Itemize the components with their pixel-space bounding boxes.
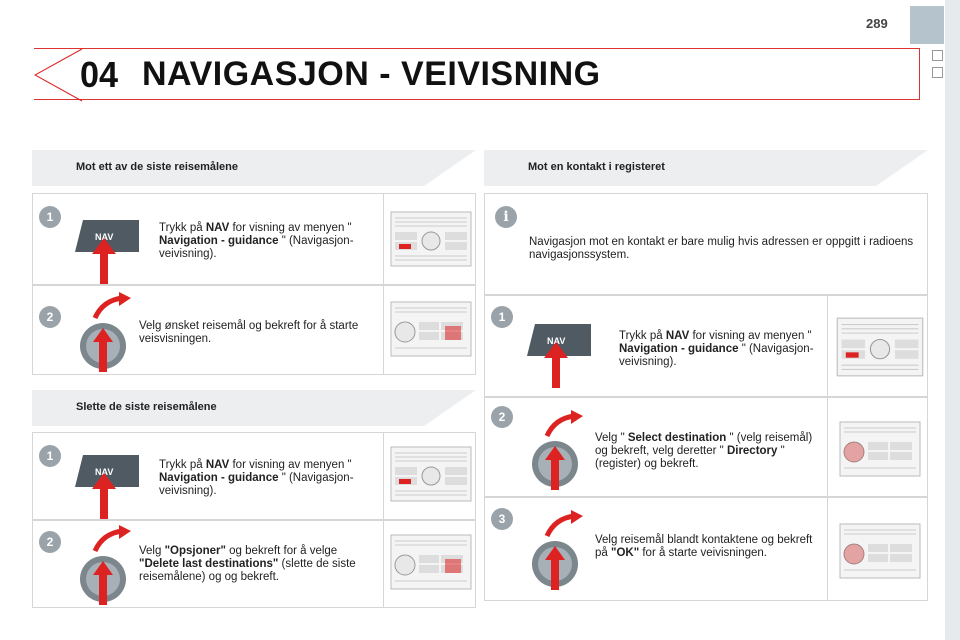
chapter-title: NAVIGASJON - VEIVISNING	[142, 55, 601, 93]
step-row: 2 Velg " Select destination " (velg reis…	[484, 397, 928, 497]
radio-panel-icon	[390, 301, 472, 357]
step-instruction: Velg reisemål blandt kontaktene og bekre…	[595, 534, 813, 559]
step-instruction: Velg ønsket reisemål og bekreft for å st…	[139, 320, 359, 345]
radio-panel-icon	[390, 446, 472, 502]
nav-button-icon: NAV	[75, 220, 139, 252]
step-instruction: Trykk på NAV for visning av menyen " Nav…	[619, 330, 814, 368]
rotary-knob-icon	[532, 510, 583, 590]
radio-panel-icon	[839, 421, 921, 477]
info-text: Navigasjon mot en kontakt er bare mulig …	[529, 236, 914, 261]
info-icon: i	[495, 206, 517, 228]
svg-text:NAV: NAV	[95, 467, 113, 477]
section-title: Mot ett av de siste reisemålene	[76, 161, 239, 173]
section-heading: Mot ett av de siste reisemålene	[32, 150, 476, 186]
step-row: 1 NAV Trykk på NAV for visning av menyen…	[32, 193, 476, 285]
radio-panel-icon	[390, 211, 472, 267]
heading-corner-triangle	[424, 390, 476, 426]
page-corner-tab	[910, 6, 944, 44]
step-number-badge: 2	[39, 306, 61, 328]
corner-square-icon	[932, 67, 943, 78]
step-number-badge: 1	[491, 306, 513, 328]
step-row: 1 NAV Trykk på NAV for visning av menyen…	[484, 295, 928, 397]
step-instruction: Trykk på NAV for visning av menyen " Nav…	[159, 222, 354, 260]
corner-square-icon	[932, 50, 943, 61]
chapter-number: 04	[80, 54, 119, 95]
radio-panel-icon	[839, 523, 921, 579]
svg-text:NAV: NAV	[95, 232, 113, 242]
red-arrow-up-icon	[92, 238, 116, 284]
step-number-badge: 1	[39, 206, 61, 228]
rotary-knob-icon	[80, 525, 131, 605]
red-arrow-up-icon	[544, 342, 568, 388]
svg-text:NAV: NAV	[547, 336, 565, 346]
step-number-badge: 3	[491, 508, 513, 530]
step-row: 2 Velg ønsket reisemål og bekreft for å …	[32, 285, 476, 375]
step-number-badge: 1	[39, 445, 61, 467]
radio-panel-icon	[836, 317, 924, 377]
step-row: 2 Velg "Opsjoner" og bekreft for å velge…	[32, 520, 476, 608]
heading-corner-triangle	[424, 150, 476, 186]
step-row: 3 Velg reisemål blandt kontaktene og bek…	[484, 497, 928, 601]
section-heading: Slette de siste reisemålene	[32, 390, 476, 426]
header-wedge-icon	[34, 48, 83, 102]
section-title: Slette de siste reisemålene	[76, 401, 217, 413]
section-heading: Mot en kontakt i registeret	[484, 150, 928, 186]
info-note: i Navigasjon mot en kontakt er bare muli…	[484, 193, 928, 295]
chapter-header-frame	[34, 48, 920, 100]
right-margin-strip	[945, 0, 960, 640]
section-title: Mot en kontakt i registeret	[528, 161, 665, 173]
page-number: 289	[866, 16, 888, 31]
step-instruction: Trykk på NAV for visning av menyen " Nav…	[159, 459, 354, 497]
heading-corner-triangle	[876, 150, 928, 186]
radio-panel-icon	[390, 534, 472, 590]
step-row: 1 NAV Trykk på NAV for visning av menyen…	[32, 432, 476, 520]
step-instruction: Velg " Select destination " (velg reisem…	[595, 432, 813, 470]
rotary-knob-icon	[80, 292, 131, 372]
nav-button-icon: NAV	[75, 455, 139, 487]
nav-button-icon: NAV	[527, 324, 591, 356]
step-number-badge: 2	[39, 531, 61, 553]
red-arrow-up-icon	[92, 473, 116, 519]
step-instruction: Velg "Opsjoner" og bekreft for å velge "…	[139, 545, 356, 583]
step-number-badge: 2	[491, 406, 513, 428]
rotary-knob-icon	[532, 410, 583, 490]
